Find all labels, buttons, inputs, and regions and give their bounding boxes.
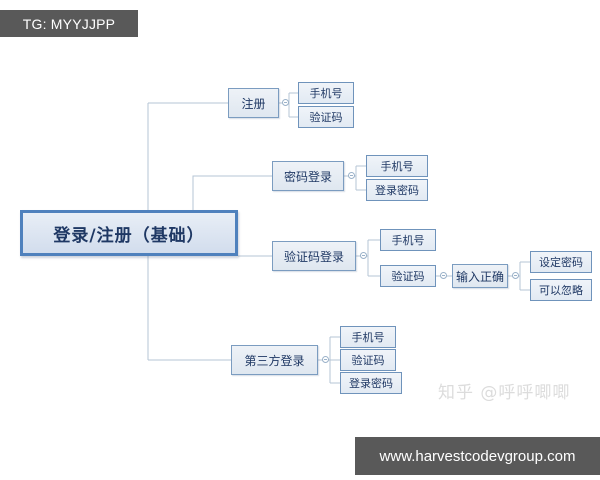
node-code-code-label: 验证码 [391,270,425,283]
node-register-phone[interactable]: 手机号 [298,82,354,104]
node-code-login[interactable]: 验证码登录 [272,241,356,271]
node-input-correct-label: 输入正确 [455,269,504,284]
node-can-skip[interactable]: 可以忽略 [530,279,592,301]
junction-code-toggle[interactable] [440,272,447,279]
node-set-password-label: 设定密码 [539,256,583,269]
node-tp-password[interactable]: 登录密码 [340,372,402,394]
zhihu-watermark: 知乎 @呼呼唧唧 [438,383,571,403]
node-third-party-login[interactable]: 第三方登录 [231,345,318,375]
junction-register-toggle[interactable] [282,99,289,106]
node-register-code-label: 验证码 [309,111,343,124]
node-set-password[interactable]: 设定密码 [530,251,592,273]
node-register-phone-label: 手机号 [309,87,343,100]
junction-inputcorrect-toggle[interactable] [512,272,519,279]
node-tp-code-label: 验证码 [351,354,385,367]
node-password-login[interactable]: 密码登录 [272,161,344,191]
website-url-label: www.harvestcodevgroup.com [379,447,576,465]
node-tp-password-label: 登录密码 [349,377,393,390]
source-tag-banner: TG: MYYJJPP [0,10,138,37]
website-url-banner: www.harvestcodevgroup.com [355,437,600,475]
node-pwd-password-label: 登录密码 [375,184,419,197]
node-code-login-label: 验证码登录 [283,249,344,264]
node-tp-code[interactable]: 验证码 [340,349,396,371]
node-root[interactable]: 登录/注册（基础） [20,210,238,256]
node-register-code[interactable]: 验证码 [298,106,354,128]
junction-password-toggle[interactable] [348,172,355,179]
junction-codelogin-toggle[interactable] [360,252,367,259]
node-third-party-login-label: 第三方登录 [244,353,305,368]
node-tp-phone-label: 手机号 [351,331,385,344]
node-password-login-label: 密码登录 [283,169,332,184]
node-code-phone[interactable]: 手机号 [380,229,436,251]
node-can-skip-label: 可以忽略 [539,284,583,297]
node-register[interactable]: 注册 [228,88,279,118]
node-root-label: 登录/注册（基础） [53,225,205,246]
node-pwd-phone[interactable]: 手机号 [366,155,428,177]
node-pwd-phone-label: 手机号 [380,160,414,173]
node-code-phone-label: 手机号 [391,234,425,247]
junction-thirdparty-toggle[interactable] [322,356,329,363]
link-root-password-login [192,175,272,210]
node-tp-phone[interactable]: 手机号 [340,326,396,348]
node-pwd-password[interactable]: 登录密码 [366,179,428,201]
node-register-label: 注册 [241,96,266,111]
node-input-correct[interactable]: 输入正确 [452,264,508,288]
source-tag-label: TG: MYYJJPP [22,15,116,32]
node-code-code[interactable]: 验证码 [380,265,436,287]
